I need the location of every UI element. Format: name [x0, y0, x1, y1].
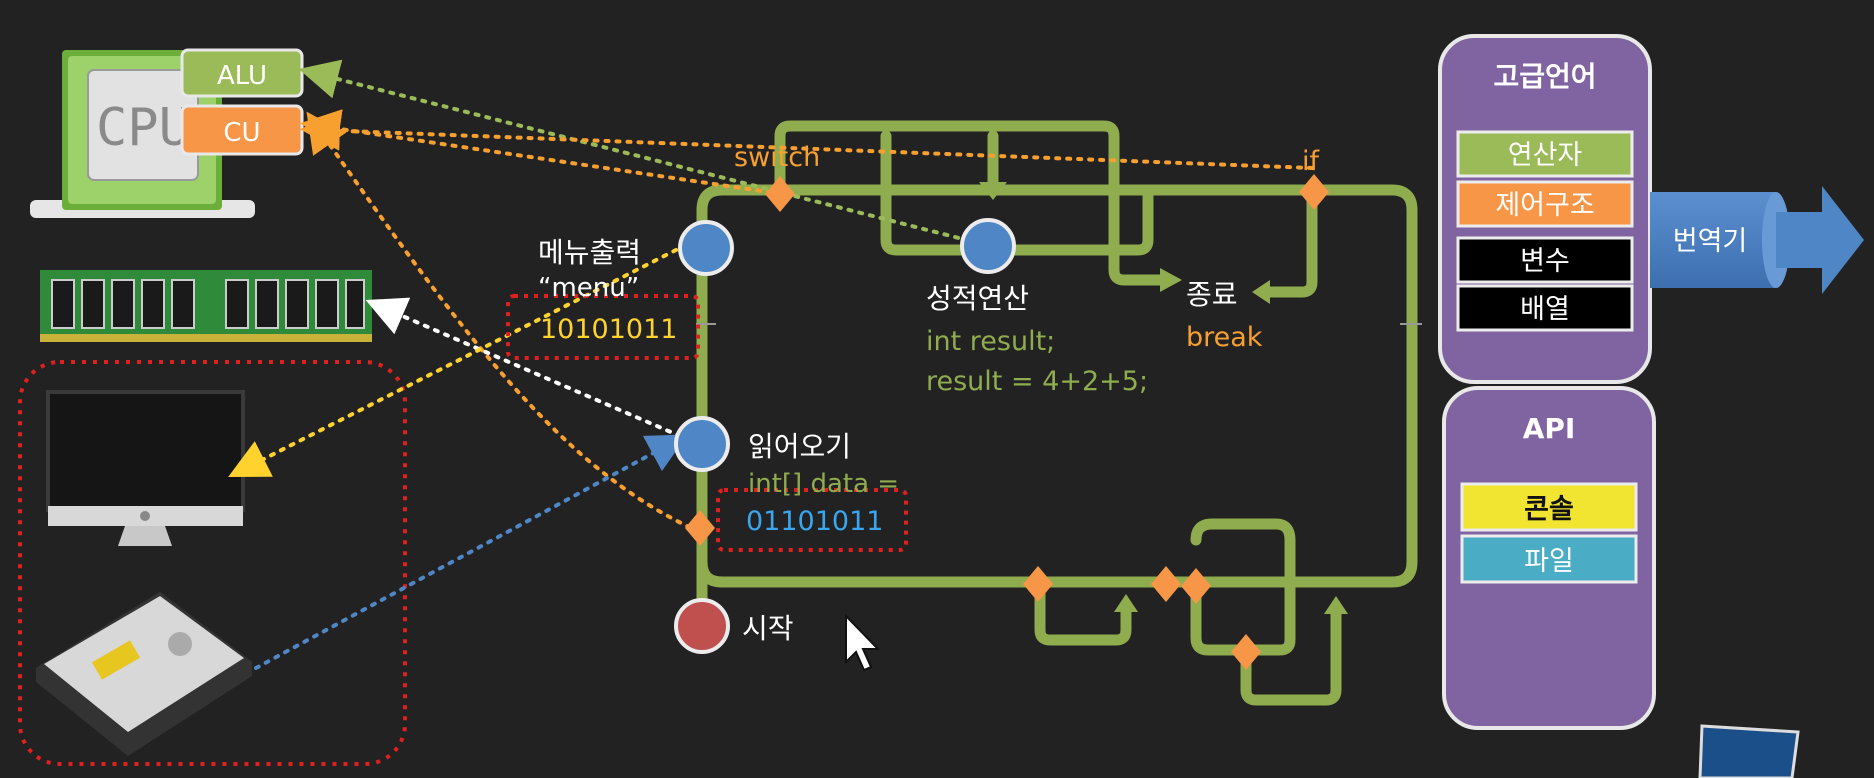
menu-binary: 10101011	[540, 314, 677, 345]
menu-node	[678, 220, 734, 276]
menu-binary-outline	[506, 294, 700, 360]
cpu-chip-label: CPU	[96, 98, 190, 158]
calc-code-line-2: result = 4+2+5;	[926, 366, 1148, 397]
read-code: int[] data =	[748, 469, 899, 499]
if-label: if	[1302, 146, 1321, 177]
cu-box: CU	[180, 104, 304, 156]
read-binary-outline	[716, 488, 908, 552]
high-level-title: 고급언어	[1493, 60, 1596, 93]
calc-node	[960, 218, 1016, 274]
api-item-console: 콘솔	[1524, 494, 1574, 525]
connector-lines	[228, 59, 1314, 670]
high-level-item-control: 제어구조	[1495, 190, 1594, 221]
program-flow-loop	[696, 120, 1418, 706]
high-level-item-operator: 연산자	[1508, 140, 1583, 171]
alu-box: ALU	[180, 48, 304, 98]
api-item-file: 파일	[1524, 546, 1574, 577]
high-level-item-array: 배열	[1520, 294, 1570, 325]
io-devices-group-outline	[18, 360, 407, 766]
api-panel: API 콘솔 파일	[1442, 386, 1656, 730]
calc-code-line-1: int result;	[926, 326, 1055, 357]
translator-label: 번역기	[1673, 226, 1748, 257]
ram-stick-icon	[40, 270, 372, 342]
mouse-cursor-icon	[845, 613, 881, 672]
alu-label: ALU	[217, 61, 267, 91]
read-node	[674, 416, 730, 472]
end-code: break	[1186, 322, 1263, 353]
start-label: 시작	[742, 612, 794, 645]
read-label: 읽어오기	[748, 430, 851, 463]
hard-disk-icon	[36, 592, 252, 756]
cu-label: CU	[223, 118, 260, 148]
translator-arrow: 번역기	[1650, 186, 1864, 294]
menu-string: “menu”	[538, 273, 639, 303]
menu-label: 메뉴출력	[538, 236, 641, 269]
switch-diamond	[765, 176, 795, 212]
read-binary: 01101011	[746, 506, 883, 537]
decision-diamonds	[685, 174, 1329, 670]
high-level-language-panel: 고급언어 연산자 제어구조 변수 배열	[1438, 34, 1652, 384]
monitor-icon	[46, 390, 245, 546]
laptop-corner-icon	[1698, 724, 1800, 778]
api-title: API	[1523, 412, 1576, 445]
flow-arrowheads	[979, 182, 1348, 614]
if-diamond	[1299, 174, 1329, 210]
calc-label: 성적연산	[926, 282, 1029, 315]
start-node	[674, 598, 730, 654]
high-level-item-variable: 변수	[1520, 246, 1570, 277]
switch-label: switch	[734, 142, 820, 173]
end-label: 종료	[1186, 278, 1238, 311]
